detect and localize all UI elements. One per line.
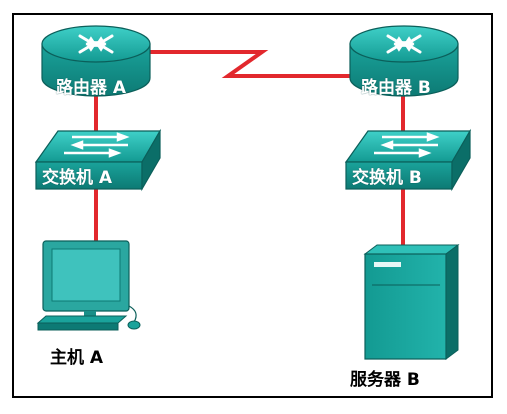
host-a-pc-icon (36, 240, 141, 331)
host-a-label: 主机 A (50, 348, 104, 368)
switch-a-icon (34, 128, 162, 192)
switch-b-icon (344, 128, 472, 192)
serial-link-router-a-router-b (150, 50, 354, 78)
server-b-icon (363, 244, 460, 360)
server-b-label: 服务器 B (350, 370, 420, 390)
router-a-icon (41, 25, 151, 97)
router-b-icon (349, 25, 459, 97)
